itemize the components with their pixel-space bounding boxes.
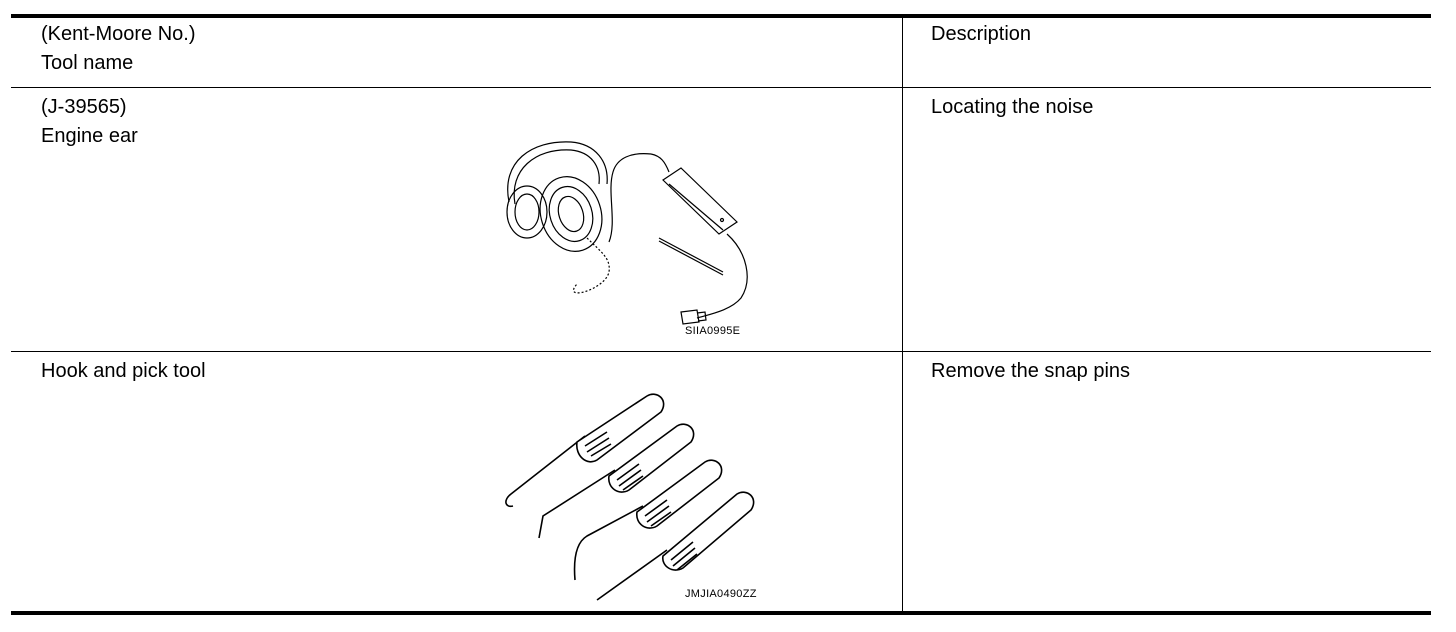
header-divider	[11, 87, 1431, 88]
engine-ear-stethoscope-icon	[506, 141, 748, 325]
special-tools-table: (Kent-Moore No.) Tool name Description (…	[11, 14, 1431, 615]
figure-code: SIIA0995E	[685, 325, 741, 337]
header-tool-name: Tool name	[41, 52, 134, 74]
figure-code: JMJIA0490ZZ	[685, 588, 757, 600]
tool-number: (J-39565)	[41, 96, 127, 118]
header-description: Description	[931, 23, 1032, 45]
hook-and-pick-tool-icon	[505, 393, 755, 601]
table-top-rule	[11, 14, 1431, 18]
tool-name: Hook and pick tool	[41, 360, 206, 382]
tool-description: Remove the snap pins	[931, 360, 1131, 382]
tool-name: Engine ear	[41, 125, 138, 147]
table-bottom-rule	[11, 611, 1431, 615]
tool-description: Locating the noise	[931, 96, 1094, 118]
column-divider	[902, 18, 903, 615]
header-kent-moore-no: (Kent-Moore No.)	[41, 23, 196, 45]
row-divider	[11, 351, 1431, 352]
